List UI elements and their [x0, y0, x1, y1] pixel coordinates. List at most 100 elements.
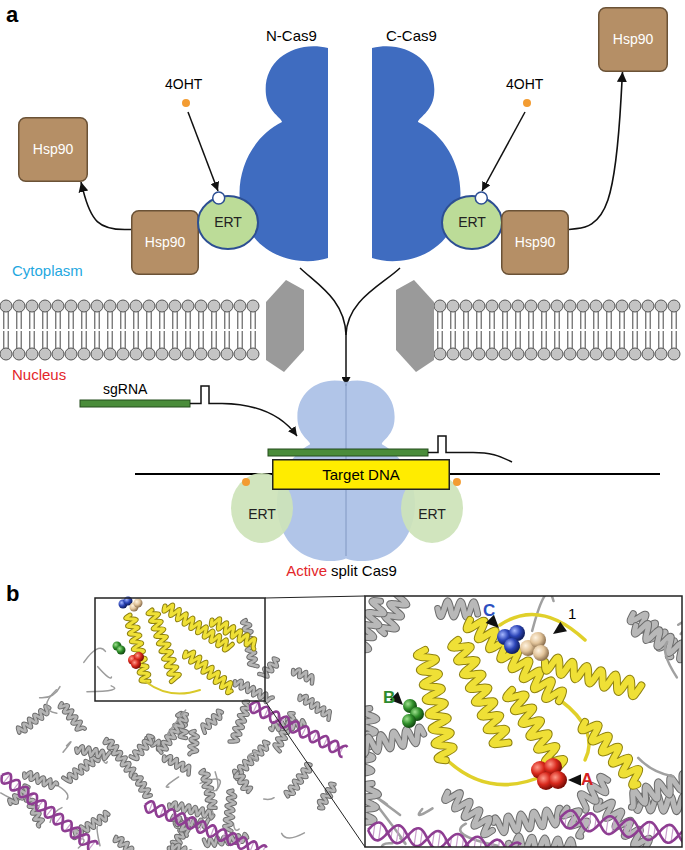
lipid-head — [603, 300, 615, 312]
base-pair — [379, 823, 381, 840]
helix-ribbon — [365, 784, 378, 825]
lipid-tail — [99, 331, 100, 349]
helix-ribbon — [105, 739, 135, 776]
receptor-ellipse: ERT — [197, 195, 259, 250]
lipid-head — [590, 300, 602, 312]
lipid-tail — [229, 331, 230, 349]
residue-sphere — [533, 645, 549, 661]
lipid-tail — [650, 311, 651, 329]
lipid-head — [668, 348, 680, 360]
release-arrow — [81, 182, 131, 230]
lipid-tail — [21, 311, 22, 329]
lipid-tail — [593, 331, 594, 349]
helix-ribbon — [164, 756, 189, 774]
lipid-tail — [42, 331, 43, 349]
coil — [209, 772, 218, 791]
residue-sphere — [131, 659, 141, 669]
lipid-head — [460, 348, 472, 360]
helix-ribbon — [293, 669, 312, 683]
lipid-tail — [211, 311, 212, 329]
helix-ribbon — [286, 764, 311, 796]
lipid-tail — [658, 331, 659, 349]
ligand-dot — [242, 478, 250, 486]
zoom-line — [265, 596, 365, 598]
lipid-tail — [8, 311, 9, 329]
panel-letter: a — [6, 2, 18, 27]
lipid-head — [221, 300, 233, 312]
lipid-tail — [112, 331, 113, 349]
coil — [447, 760, 545, 785]
helix-ribbon — [235, 773, 251, 792]
lipid-head — [655, 348, 667, 360]
helix-ribbon — [184, 652, 231, 693]
lipid-tail — [68, 311, 69, 329]
helix-ribbon — [133, 775, 151, 797]
residue-sphere — [134, 599, 143, 608]
lipid-head — [130, 348, 142, 360]
lipid-tail — [81, 331, 82, 349]
callout-number: 1 — [568, 605, 576, 622]
ligand-arrow — [188, 112, 218, 191]
box-outline — [132, 211, 199, 275]
lipid-tail — [676, 331, 677, 349]
lipid-tail — [229, 311, 230, 329]
lipid-head — [590, 348, 602, 360]
helix-ribbon — [293, 669, 312, 683]
lipid-tail — [437, 331, 438, 349]
lipid-tail — [572, 311, 573, 329]
helix-ribbon — [259, 658, 278, 676]
helix-ribbon — [545, 658, 641, 697]
lipid-tail — [133, 311, 134, 329]
site-label: A — [581, 770, 593, 790]
ligand-label: 4OHT — [165, 76, 202, 92]
lipid-tail — [255, 331, 256, 349]
lipid-tail — [468, 311, 469, 329]
helix-ribbon — [148, 610, 180, 682]
lipid-head — [0, 348, 12, 360]
helix-ribbon — [319, 784, 334, 809]
base-pair — [438, 832, 440, 847]
lipid-tail — [216, 331, 217, 349]
zoom-box — [95, 598, 265, 701]
lipid-tail — [86, 311, 87, 329]
helix-ribbon — [60, 703, 85, 729]
lipid-tail — [3, 311, 4, 329]
lipid-head — [434, 300, 446, 312]
lipid-tail — [645, 311, 646, 329]
lipid-tail — [541, 331, 542, 349]
lipid-tail — [29, 311, 30, 329]
helix-ribbon — [494, 808, 564, 832]
lipid-tail — [159, 311, 160, 329]
lipid-tail — [172, 311, 173, 329]
coil — [167, 710, 186, 735]
lipid-head — [486, 300, 498, 312]
lipid-head — [130, 300, 142, 312]
lipid-tail — [637, 331, 638, 349]
node-label: ERT — [418, 506, 446, 522]
coil — [419, 808, 433, 815]
lipid-tail — [520, 311, 521, 329]
lipid-head — [182, 348, 194, 360]
lipid-tail — [255, 311, 256, 329]
lipid-head — [603, 348, 615, 360]
helix-ribbon — [76, 746, 110, 759]
node-label: Hsp90 — [515, 234, 555, 250]
lipid-head — [247, 348, 259, 360]
helix-ribbon — [319, 784, 334, 809]
node-label: Hsp90 — [145, 234, 185, 250]
ligand-dot — [182, 99, 190, 107]
lipid-tail — [533, 331, 534, 349]
helix-ribbon — [172, 845, 202, 850]
coil — [47, 690, 57, 714]
ellipse-outline — [198, 196, 258, 249]
lipid-tail — [580, 311, 581, 329]
lipid-tail — [34, 331, 35, 349]
protein-box: Hsp90 — [598, 7, 668, 72]
lipid-head — [234, 348, 246, 360]
helix-ribbon — [299, 696, 329, 720]
protein-label: C-Cas9 — [386, 27, 437, 44]
sgrna-tail — [190, 386, 297, 436]
lipid-tail — [528, 311, 529, 329]
protein-box: Target DNA — [272, 459, 450, 490]
helix-ribbon — [60, 703, 85, 729]
